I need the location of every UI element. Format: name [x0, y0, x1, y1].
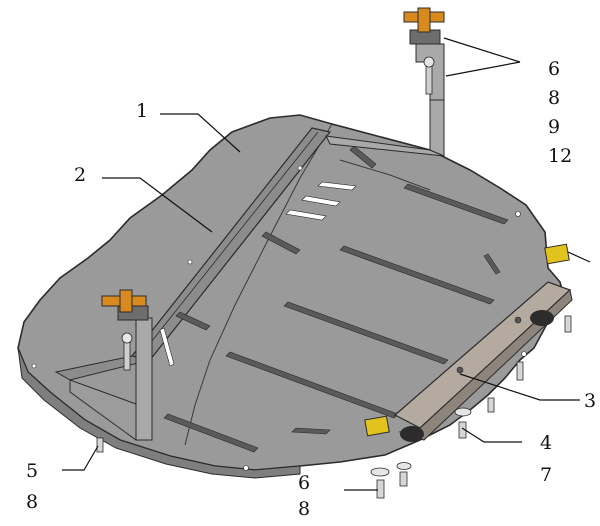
skid-plate [17, 114, 566, 471]
label-bottom-middle-8: 8 [298, 498, 311, 520]
plate-fold-line-2 [339, 159, 431, 191]
label-part-2: 2 [74, 164, 87, 186]
front-left-bracket [69, 289, 153, 441]
plate-front-lip [17, 347, 301, 479]
plate-fold-line [184, 123, 333, 446]
plate-slots [163, 145, 509, 453]
label-right-6: 6 [548, 58, 561, 80]
label-part-3: 3 [584, 390, 597, 412]
label-bottom-middle-6: 6 [298, 472, 311, 494]
label-bottom-right-4: 4 [540, 432, 553, 454]
label-bottom-left-5: 5 [26, 460, 39, 482]
plate-holes [31, 165, 527, 471]
vent-slots [159, 181, 357, 367]
label-right-9: 9 [548, 116, 561, 138]
leader-lines [62, 37, 591, 491]
rear-bracket [325, 7, 445, 157]
label-bottom-right-7: 7 [540, 464, 553, 486]
hardware [96, 315, 572, 499]
crossbar-part-3 [364, 243, 573, 442]
label-right-12: 12 [548, 145, 573, 167]
label-bottom-left-8: 8 [26, 491, 39, 513]
label-part-1: 1 [136, 100, 149, 122]
label-right-8: 8 [548, 87, 561, 109]
